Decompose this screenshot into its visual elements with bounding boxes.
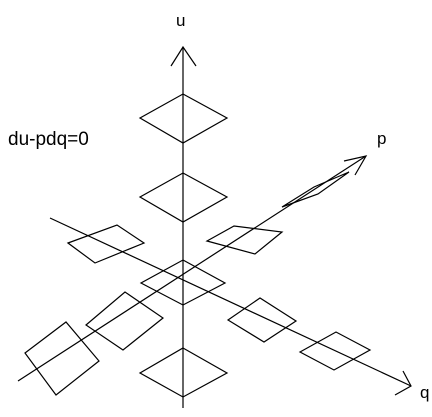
contact-plane [138,347,229,398]
contact-plane [226,297,298,343]
contact-plane-origin [139,259,227,306]
q-axis [49,217,412,387]
contact-plane [281,171,350,208]
contact-plane [24,321,100,396]
contact-plane [66,224,146,264]
q-axis-label: q [420,383,429,402]
equation-label: du-pdq=0 [8,129,89,150]
contact-plane [85,291,165,351]
u-axis-arrowhead [170,45,197,67]
q-axis-arrowhead [394,370,412,396]
p-axis-arrowhead [343,155,368,176]
contact-plane [298,331,372,371]
contact-plane [138,93,229,144]
p-axis-label: p [377,129,386,148]
p-axis [17,155,367,382]
u-axis-label: u [176,11,185,30]
contact-plane [138,172,229,223]
contact-plane [205,225,284,255]
